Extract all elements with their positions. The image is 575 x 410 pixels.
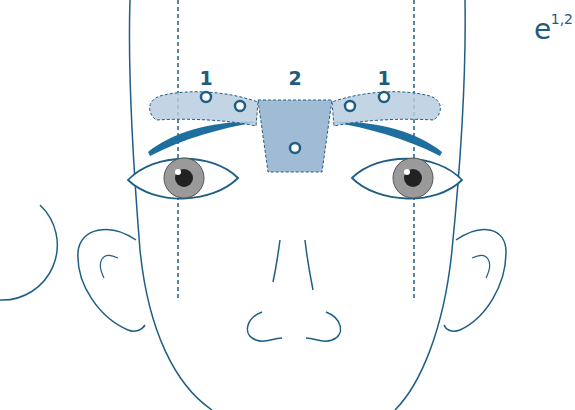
pupil [175,169,193,187]
guide-line [413,0,415,300]
ear-inner [100,255,118,278]
pupil [404,169,422,187]
iris [393,158,433,198]
face-outline [129,0,212,410]
reference-superscript: 1,2 [551,12,573,26]
guide-line [177,0,179,300]
ear [444,230,506,332]
eyebrow [148,122,258,156]
nostril [306,312,341,341]
callout-number: 1 [377,69,390,88]
nostril [247,312,282,341]
injection-region [258,100,332,172]
face-outline [395,0,465,410]
injection-region [332,92,440,126]
callout-number: 1 [199,69,212,88]
eye-highlight [404,169,410,175]
eyebrow [332,122,442,156]
injection-points [201,92,389,153]
eye [128,159,238,199]
callout-number: 2 [288,69,301,88]
nose-line [273,240,280,282]
title-fragment: e [534,16,551,44]
iris [164,158,204,198]
eye-highlight [175,169,181,175]
nose-line [305,240,313,290]
eye [352,159,462,199]
ear [78,230,145,332]
ear-inner [472,255,490,278]
cropped-circle [0,205,57,300]
injection-region [150,92,258,126]
